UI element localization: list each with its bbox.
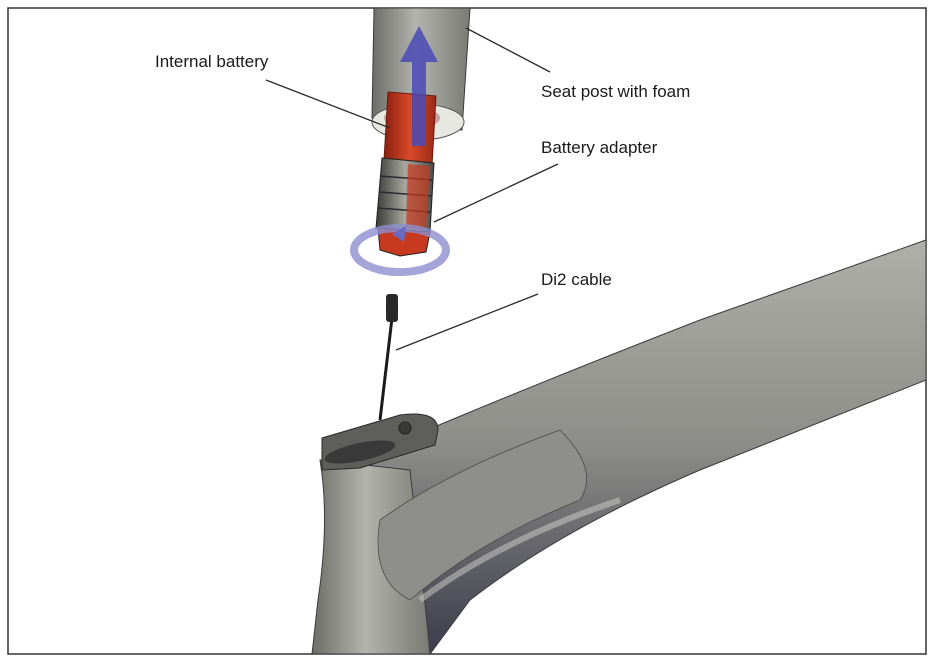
rotation-ring [350,224,450,276]
leader-seat-post [465,27,551,73]
junction-highlight [418,497,621,603]
clamp-bolt [398,421,412,435]
leader-internal-battery [265,79,391,129]
upward-arrow [400,26,438,146]
seat-tube-opening [324,440,396,464]
label-battery-adapter: Battery adapter [541,138,658,157]
leader-di2-cable [395,293,539,351]
label-seat-post: Seat post with foam [541,82,691,101]
rotation-arrow-head [392,226,406,242]
arrow-head [400,26,438,62]
rotation-indicator [350,224,450,276]
battery-body [383,91,437,166]
tube-junction [377,429,587,601]
adapter-cutaway [406,164,430,230]
label-internal-battery: Internal battery [155,52,269,71]
leader-battery-adapter [433,163,559,223]
di2-cable-part [378,294,398,421]
arrow-shaft [412,60,426,146]
label-di2-cable: Di2 cable [541,270,612,289]
cable-wire [378,317,394,421]
cable-connector [386,294,398,322]
leader-lines [265,27,559,351]
bike-frame [311,239,927,655]
